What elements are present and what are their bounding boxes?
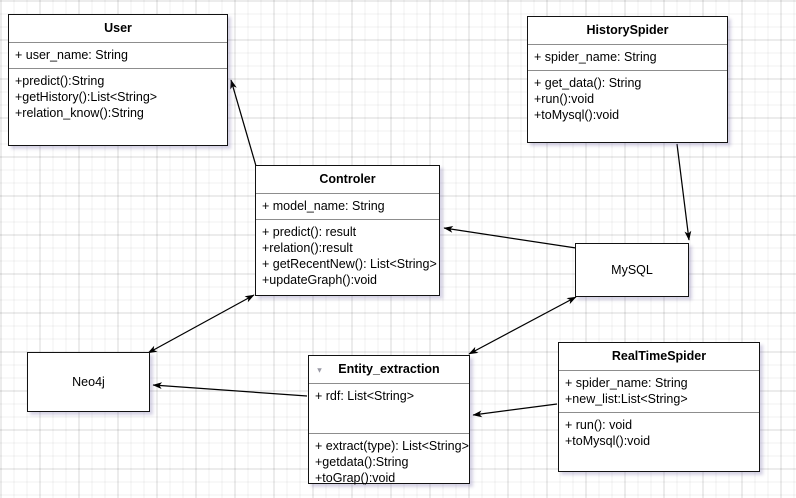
method-row: + getRecentNew(): List<String> [262, 257, 437, 272]
class-methods-user: +predict():String +getHistory():List<Str… [9, 69, 227, 126]
class-title-entity-extraction-label: Entity_extraction [338, 362, 440, 376]
method-row: +toMysql():void [565, 434, 651, 449]
attribute-row: + model_name: String [262, 199, 385, 214]
class-title-entity-extraction: ▾ Entity_extraction [309, 356, 469, 385]
class-node-controler[interactable]: Controler + model_name: String + predict… [255, 165, 440, 296]
class-node-realtimespider[interactable]: RealTimeSpider + spider_name: String +ne… [558, 342, 760, 472]
class-title-historyspider: HistorySpider [528, 17, 727, 46]
class-title-controler: Controler [256, 166, 439, 195]
class-node-user[interactable]: User + user_name: String +predict():Stri… [8, 14, 228, 146]
method-row: +toMysql():void [534, 108, 620, 123]
edge-mysql-to-controler [443, 225, 577, 249]
class-attributes-realtimespider: + spider_name: String +new_list:List<Str… [559, 371, 759, 414]
edge-historyspider-to-mysql [676, 143, 692, 241]
edge-controler-to-user [230, 79, 257, 167]
class-title-user: User [9, 15, 227, 44]
class-attributes-entity-extraction: + rdf: List<String> [309, 384, 469, 435]
edge-entity-to-neo4j [152, 382, 308, 397]
method-row: +run():void [534, 92, 595, 107]
class-methods-controler: + predict(): result +relation():result +… [256, 220, 439, 293]
class-node-mysql[interactable]: MySQL [575, 243, 689, 297]
class-methods-entity-extraction: + extract(type): List<String> +getdata()… [309, 434, 469, 491]
method-row: + get_data(): String [534, 76, 642, 91]
attribute-row: + user_name: String [15, 48, 128, 63]
class-title-mysql: MySQL [611, 263, 653, 277]
method-row: + extract(type): List<String> [315, 439, 469, 454]
class-attributes-historyspider: + spider_name: String [528, 45, 727, 72]
chevron-down-icon[interactable]: ▾ [317, 365, 322, 375]
class-node-neo4j[interactable]: Neo4j [27, 352, 150, 412]
method-row: +toGrap():void [315, 471, 396, 486]
class-node-entity-extraction[interactable]: ▾ Entity_extraction + rdf: List<String> … [308, 355, 470, 485]
attribute-row: +new_list:List<String> [565, 392, 688, 407]
class-title-realtimespider: RealTimeSpider [559, 343, 759, 372]
attribute-row: + spider_name: String [565, 376, 688, 391]
method-row: +updateGraph():void [262, 273, 378, 288]
method-row: + predict(): result [262, 225, 357, 240]
attribute-row: + rdf: List<String> [315, 389, 415, 404]
edge-controler-neo4j [147, 294, 255, 354]
class-title-neo4j: Neo4j [72, 375, 105, 389]
method-row: +getHistory():List<String> [15, 90, 158, 105]
attribute-row: + spider_name: String [534, 50, 657, 65]
class-attributes-user: + user_name: String [9, 43, 227, 70]
class-methods-historyspider: + get_data(): String +run():void +toMysq… [528, 71, 727, 128]
method-row: + run(): void [565, 418, 633, 433]
method-row: +relation():result [262, 241, 353, 256]
method-row: +predict():String [15, 74, 105, 89]
class-attributes-controler: + model_name: String [256, 194, 439, 221]
edge-realtimespider-to-entity [472, 403, 558, 418]
class-methods-realtimespider: + run(): void +toMysql():void [559, 413, 759, 454]
class-node-historyspider[interactable]: HistorySpider + spider_name: String + ge… [527, 16, 728, 143]
method-row: +getdata():String [315, 455, 409, 470]
method-row: +relation_know():String [15, 106, 144, 121]
